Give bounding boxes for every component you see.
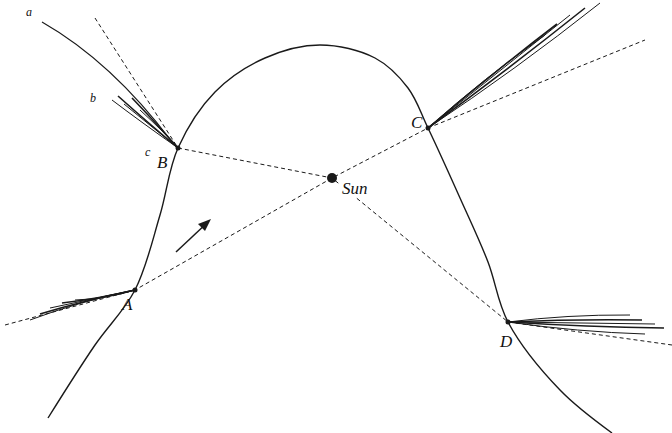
dashed-line bbox=[95, 18, 178, 148]
point-label: A bbox=[122, 296, 132, 313]
tail-stroke bbox=[132, 98, 178, 148]
dashed-line bbox=[178, 148, 672, 345]
tail-stroke bbox=[118, 96, 178, 148]
parabolic-orbit bbox=[48, 45, 612, 433]
comet-head bbox=[506, 320, 511, 325]
sun-dot bbox=[327, 173, 337, 183]
point-label: c bbox=[145, 146, 150, 158]
tail-stroke bbox=[112, 100, 178, 148]
point-label: C bbox=[411, 114, 422, 131]
tail-stroke bbox=[140, 110, 178, 148]
comet-tail bbox=[112, 96, 181, 151]
comet-tail bbox=[30, 288, 138, 321]
point-label: D bbox=[500, 333, 512, 350]
tail-stroke bbox=[124, 104, 178, 148]
tail-stroke bbox=[428, 3, 600, 128]
tail-stroke bbox=[428, 8, 585, 128]
point-label: b bbox=[90, 92, 96, 104]
comet-head bbox=[133, 288, 138, 293]
point-label: B bbox=[157, 154, 167, 171]
comet-head bbox=[426, 126, 431, 131]
tail-stroke bbox=[30, 290, 135, 320]
tail-stroke bbox=[508, 320, 642, 322]
dashed-line bbox=[428, 40, 645, 128]
tail-stroke bbox=[508, 322, 645, 334]
tail-stroke bbox=[40, 290, 135, 314]
dashed-line bbox=[5, 128, 428, 325]
point-label: a bbox=[26, 6, 32, 18]
arrow-head bbox=[198, 219, 211, 231]
comet-tail bbox=[506, 315, 665, 334]
tail-outline-line bbox=[42, 22, 172, 142]
comet-tail bbox=[426, 3, 601, 131]
comet-head bbox=[176, 146, 181, 151]
tail-stroke bbox=[428, 15, 570, 128]
point-label: Sun bbox=[340, 180, 370, 197]
